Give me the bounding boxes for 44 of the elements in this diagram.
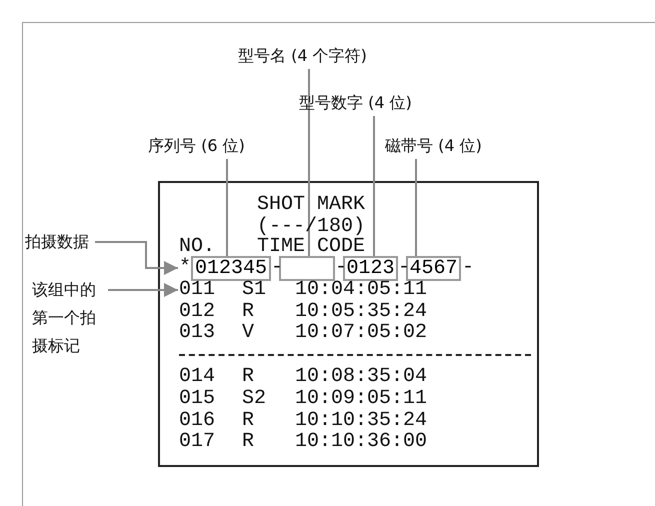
time-code: 10:10:36:00 [295, 431, 428, 453]
mark-type: R [242, 410, 254, 432]
callout-label: 磁带号 (4 位) [385, 135, 482, 157]
mark-type: R [242, 431, 254, 453]
callout-label: 序列号 (6 位) [148, 135, 245, 157]
screen-text: * [179, 257, 192, 279]
time-code: 10:09:05:11 [295, 388, 428, 410]
callout-label: 型号数字 (4 位) [299, 92, 412, 114]
shot-number: 015 [179, 388, 216, 410]
display-screen [158, 181, 539, 467]
leader-line [226, 159, 228, 256]
mark-type: V [242, 322, 254, 344]
screen-text: 011 [179, 279, 216, 301]
callout-label: 拍摄数据 [25, 231, 89, 253]
highlight-box [279, 256, 335, 281]
time-code: 10:07:05:02 [295, 322, 428, 344]
arrow [95, 241, 178, 275]
arrow [108, 283, 178, 297]
highlighted-text: 0123 [343, 256, 398, 281]
time-code: 10:05:35:24 [295, 301, 428, 323]
highlighted-text: 4567 [406, 256, 461, 281]
mark-type: S2 [242, 388, 266, 410]
leader-line [415, 159, 417, 256]
mark-type: R [242, 366, 254, 388]
shot-number: 013 [179, 322, 216, 344]
time-code: 10:10:35:24 [295, 410, 428, 432]
callout-label: 型号名 (4 个字符) [238, 45, 367, 67]
separator-text: - [462, 257, 474, 279]
callout-label: 该组中的第一个拍摄标记 [32, 276, 102, 360]
leader-line [308, 69, 310, 256]
leader-line [373, 116, 375, 256]
column-heading: NO. [179, 236, 216, 258]
column-heading: TIME CODE [257, 236, 366, 258]
mark-type: R [242, 301, 254, 323]
shot-number: 017 [179, 431, 216, 453]
shot-number: 014 [179, 366, 216, 388]
separator-text: - [271, 257, 284, 279]
mark-type: S1 [242, 279, 266, 301]
time-code: 10:08:35:04 [295, 366, 428, 388]
heading-text: SHOT MARK (---/180) [257, 194, 366, 238]
time-code: 10:04:05:11 [295, 279, 428, 301]
highlighted-text: 012345 [191, 256, 271, 281]
shot-number: 016 [179, 410, 216, 432]
shot-number: 012 [179, 301, 216, 323]
